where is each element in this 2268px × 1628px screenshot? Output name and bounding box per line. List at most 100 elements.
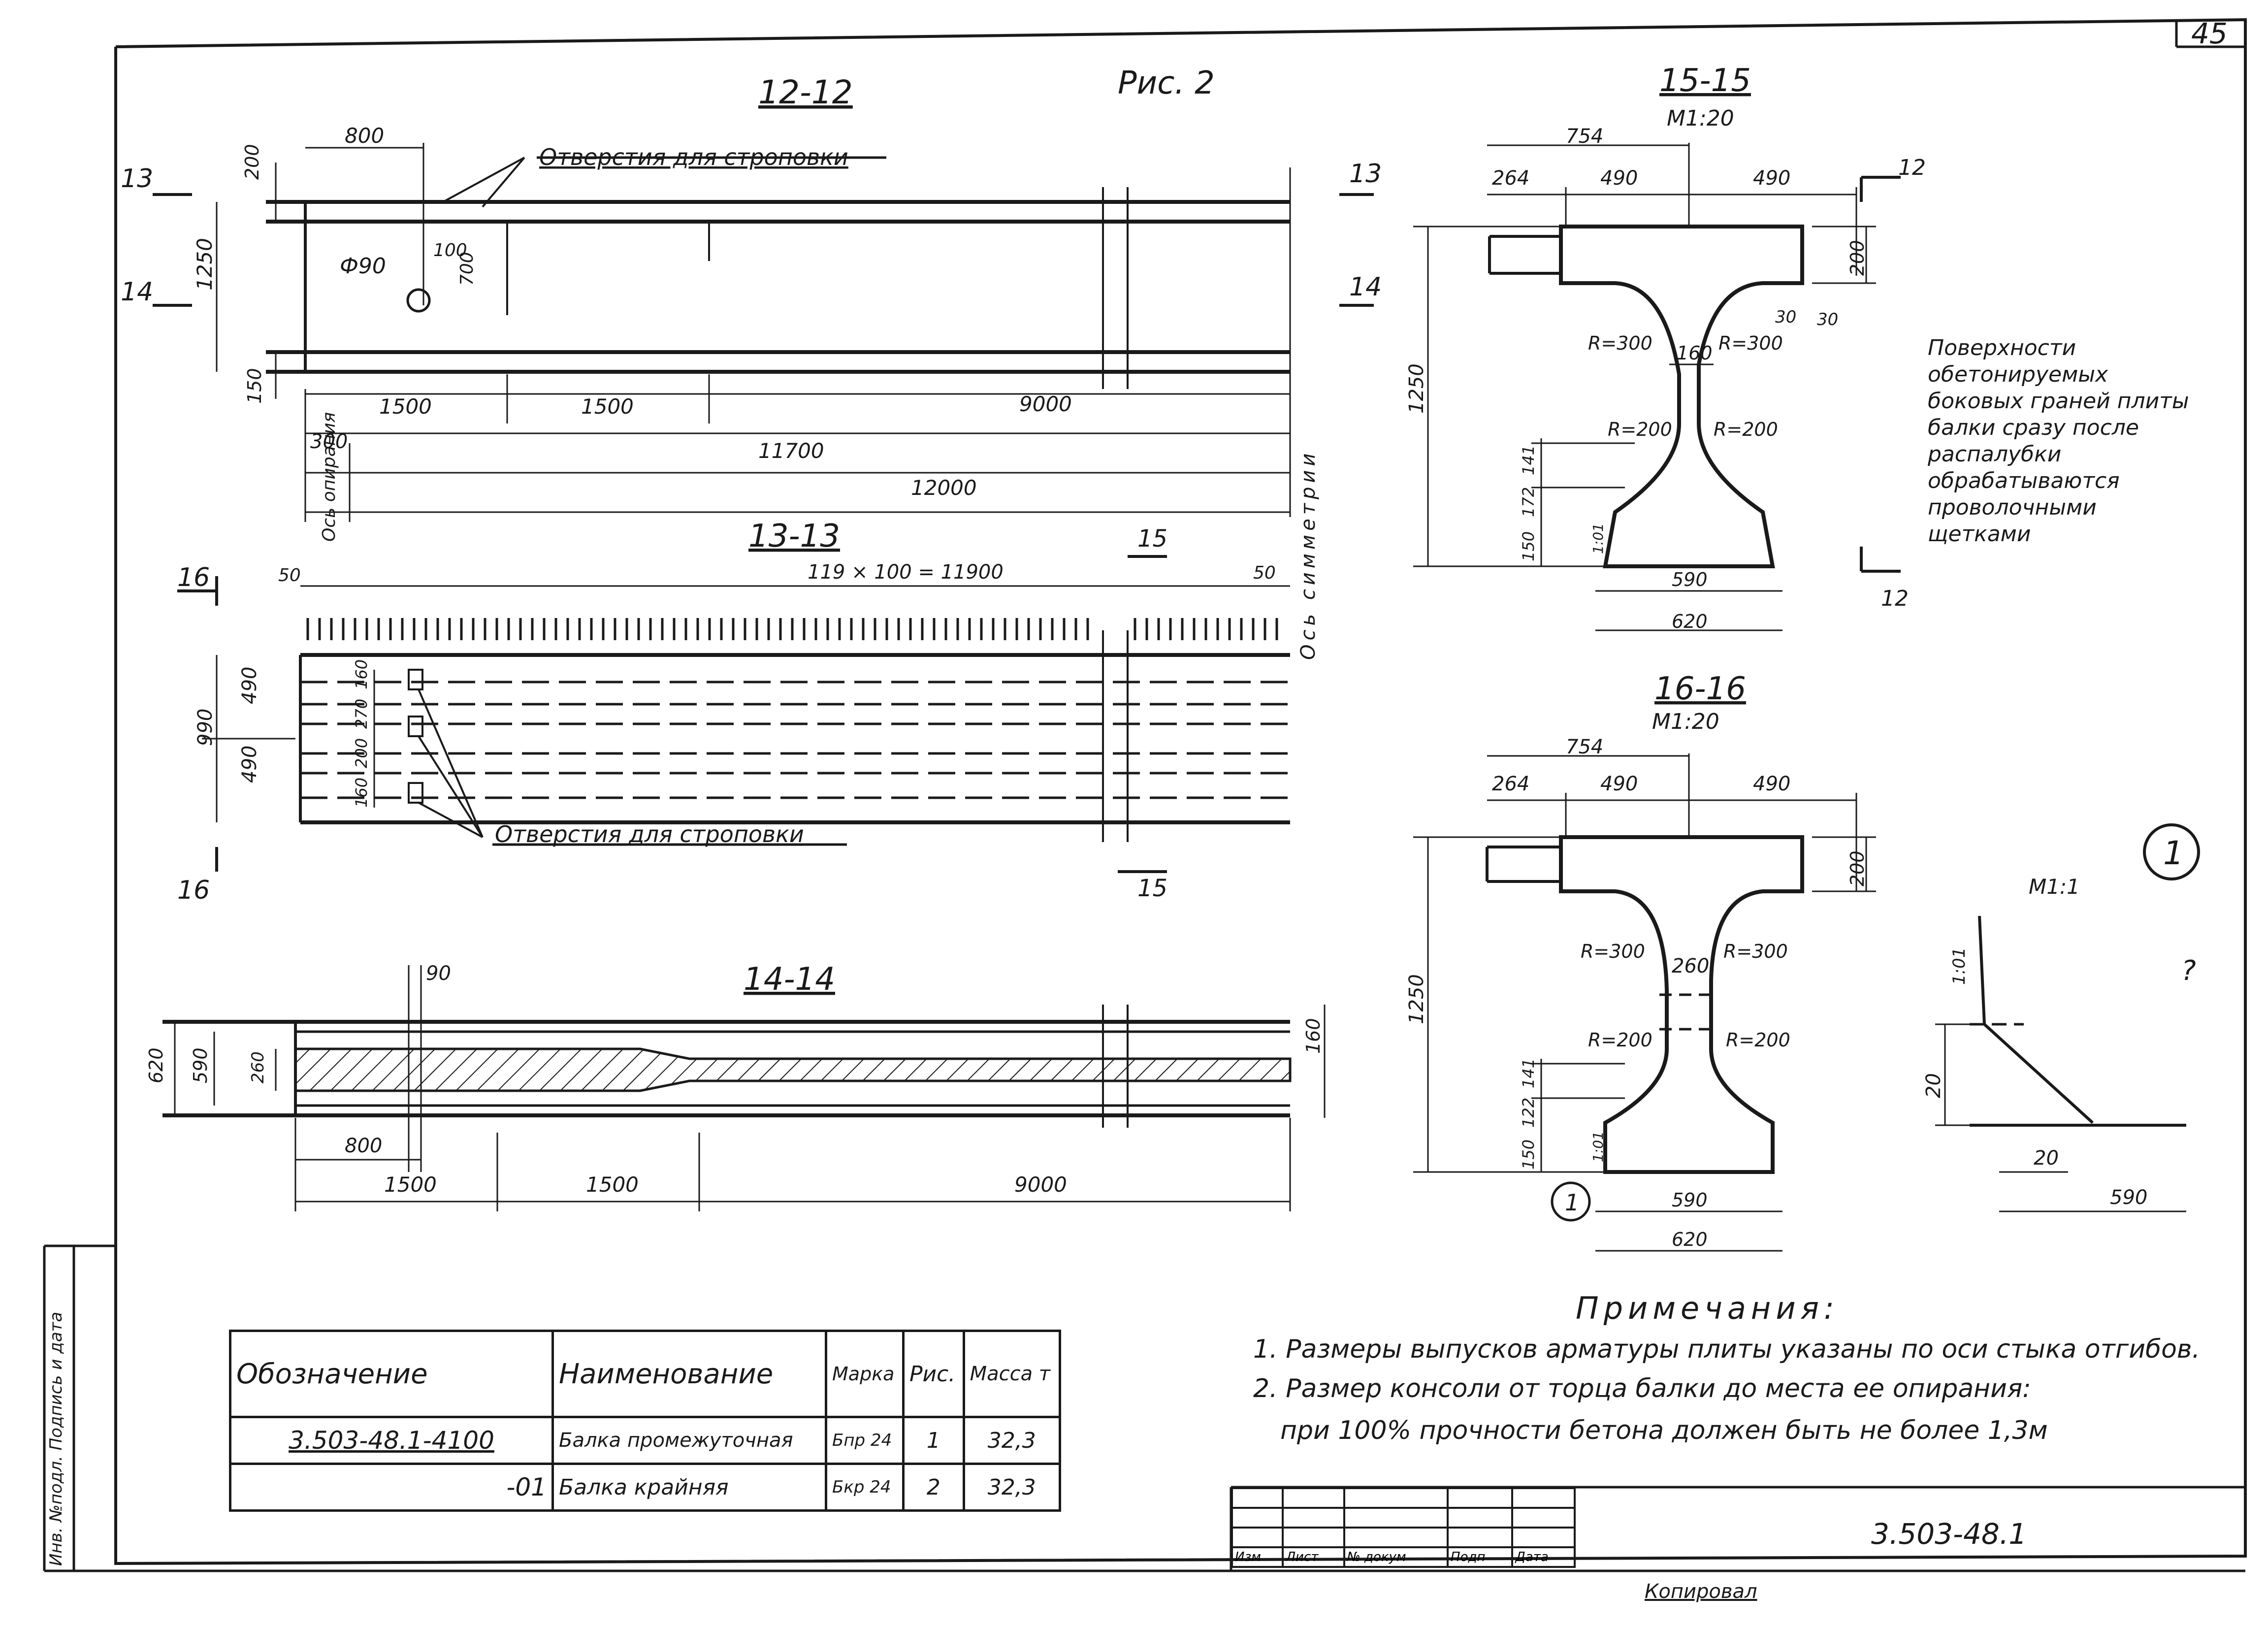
cut-16-top: 16 [177, 563, 210, 592]
section-15-15-scale: М1:20 [1667, 106, 1734, 131]
detail-1-dim-590: 590 [2110, 1186, 2147, 1209]
view-12-12: 12-12 13 14 13 [121, 73, 1382, 660]
cut-13-left: 13 [121, 164, 153, 194]
dim-990: 990 [194, 709, 217, 746]
s15-cut-12-top: 12 [1898, 155, 1926, 180]
view-13-13: 13-13 119 × 100 = 11900 50 50 990 490 49… [177, 518, 1290, 905]
stirrup-ticks [306, 618, 1278, 640]
lifting-hole [406, 288, 431, 313]
section-16-16-title: 16-16 [1654, 671, 1746, 707]
detail-1-dim-20-a: 20 [1922, 1073, 1945, 1098]
dim-160-a: 160 [352, 659, 371, 689]
s16-dim-141: 141 [1519, 1058, 1538, 1088]
dim-620: 620 [145, 1047, 167, 1083]
dim-phi90: Ф90 [340, 254, 386, 279]
s16-dim-590: 590 [1672, 1189, 1708, 1211]
s15-dim-1250: 1250 [1405, 363, 1428, 414]
dim-590: 590 [190, 1047, 211, 1083]
dim-11700: 11700 [758, 439, 824, 463]
s15-dim-141: 141 [1519, 445, 1538, 475]
copied-by: Копировал [1645, 1580, 1757, 1603]
s15-dim-590: 590 [1672, 569, 1708, 590]
s16-callout-circle [1551, 1181, 1591, 1222]
dim-9000: 9000 [1019, 392, 1072, 416]
cut-14-left: 14 [121, 277, 153, 307]
dim-800: 800 [345, 1135, 382, 1157]
view-14-14: 14-14 90 620 590 260 160 800 1500 1500 9… [145, 961, 1326, 1211]
dim-270: 270 [352, 699, 371, 729]
s16-slope: 1:01 [1590, 1131, 1606, 1162]
dim-260: 260 [248, 1051, 268, 1083]
dim-800: 800 [345, 124, 384, 148]
s15-dim-172: 172 [1519, 487, 1538, 517]
dim-490-b: 490 [238, 746, 261, 783]
s16-dim-264: 264 [1492, 773, 1529, 795]
cut-16-bottom: 16 [177, 876, 210, 905]
s15-dim-200: 200 [1847, 240, 1868, 276]
dim-100: 100 [433, 240, 467, 260]
label-lifting-holes-2: Отверстия для строповки [495, 821, 804, 847]
s16-r300-b: R=300 [1723, 941, 1788, 962]
s15-r200-a: R=200 [1608, 419, 1672, 440]
dim-12000: 12000 [911, 476, 977, 500]
s15-dim-490-a: 490 [1600, 167, 1638, 190]
detail-1: 1 М1:1 ? 1:01 20 20 590 [1922, 823, 2200, 1212]
s16-callout: 1 [1565, 1189, 1579, 1216]
detail-1-dim-20-b: 20 [2034, 1147, 2059, 1170]
s15-dim-30-b: 30 [1817, 310, 1838, 329]
dim-90: 90 [426, 962, 451, 985]
dim-490-a: 490 [238, 667, 261, 704]
detail-1-callout-circle [2143, 823, 2200, 880]
s15-dim-620: 620 [1672, 611, 1708, 632]
axis-symmetry-label: Ось симметрии [1297, 450, 1320, 660]
section-15-15: 15-15 М1:20 754 264 490 490 200 1250 R=3… [1405, 63, 1926, 632]
cut-15-top: 15 [1137, 525, 1167, 553]
s16-dim-150: 150 [1519, 1140, 1538, 1170]
detail-1-mark: ? [2181, 955, 2196, 987]
s15-dim-30-a: 30 [1775, 307, 1796, 327]
label-lifting-holes: Отверстия для строповки [539, 144, 848, 170]
cut-14-right: 14 [1349, 272, 1382, 302]
s16-dim-754: 754 [1566, 736, 1603, 758]
s16-r200-a: R=200 [1588, 1029, 1652, 1051]
dim-1250: 1250 [193, 238, 217, 291]
dim-1500-b: 1500 [586, 1172, 639, 1197]
dim-200: 200 [241, 144, 263, 180]
s15-cut-12-bottom: 12 [1881, 586, 1909, 611]
dim-150: 150 [244, 368, 265, 404]
s15-dim-150: 150 [1519, 531, 1538, 561]
document-code: 3.503-48.1 [1871, 1517, 2027, 1551]
s15-r300-b: R=300 [1718, 332, 1783, 354]
dim-160: 160 [1302, 1018, 1324, 1054]
s16-dim-490-b: 490 [1753, 773, 1790, 795]
section-15-15-title: 15-15 [1659, 63, 1751, 99]
detail-1-callout: 1 [2163, 834, 2184, 872]
dim-1500-b: 1500 [581, 394, 634, 419]
dim-1500-a: 1500 [384, 1172, 437, 1197]
cut-15-bottom: 15 [1137, 875, 1167, 902]
dim-200: 200 [352, 738, 371, 768]
web-hatch [294, 1047, 1292, 1092]
detail-1-scale: М1:1 [2029, 875, 2080, 899]
dim-9000: 9000 [1014, 1172, 1067, 1197]
s15-dim-754: 754 [1566, 125, 1603, 148]
s16-dim-490-a: 490 [1600, 773, 1638, 795]
dim-50-b: 50 [1253, 563, 1276, 583]
s15-slope: 1:01 [1590, 523, 1606, 554]
view-12-12-title: 12-12 [758, 73, 853, 111]
s16-dim-620: 620 [1672, 1229, 1708, 1250]
section-15-profile [1559, 225, 1804, 568]
s16-r300-a: R=300 [1581, 941, 1645, 962]
s15-dim-264: 264 [1492, 167, 1529, 190]
dim-160-b: 160 [352, 778, 371, 808]
view-14-14-title: 14-14 [744, 961, 835, 998]
s16-r200-b: R=200 [1726, 1029, 1790, 1051]
section-16-16: 16-16 М1:20 1 754 264 490 490 200 1250 R… [1405, 671, 1876, 1252]
detail-1-slope: 1:01 [1949, 947, 1969, 985]
axis-support-label: Ось опирания [319, 412, 339, 542]
s16-dim-200: 200 [1847, 850, 1868, 886]
cut-13-right: 13 [1349, 159, 1382, 189]
view-13-13-title: 13-13 [748, 518, 840, 554]
